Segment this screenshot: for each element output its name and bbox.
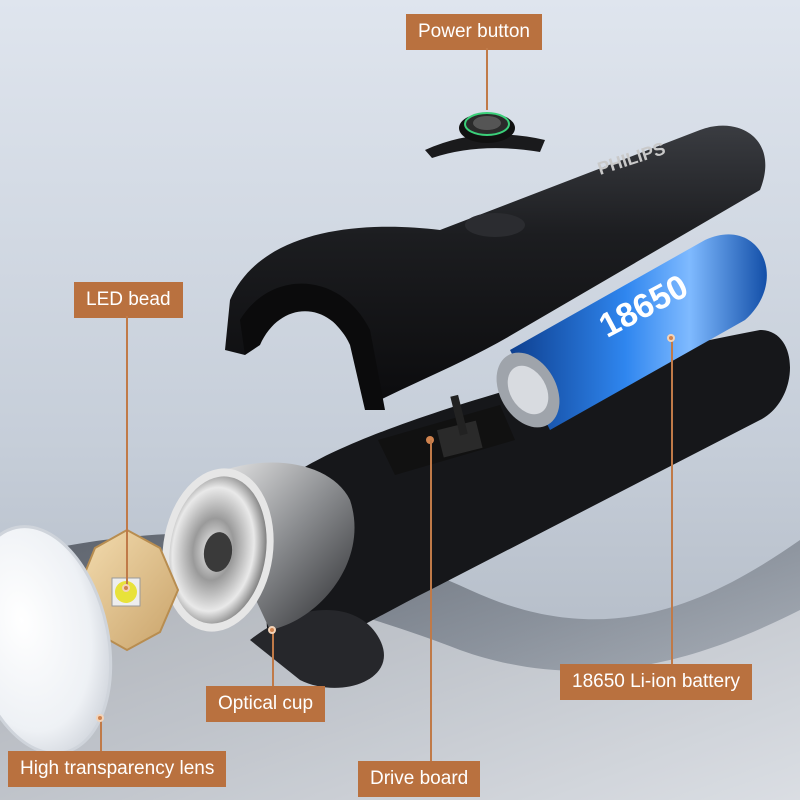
optical-cup-part xyxy=(162,462,355,632)
leader-battery xyxy=(671,340,673,664)
lower-housing xyxy=(250,330,790,688)
callout-power-button: Power button xyxy=(406,14,542,50)
leader-optical-cup xyxy=(272,632,274,686)
callout-battery: 18650 Li-ion battery xyxy=(560,664,752,700)
leader-dot-battery xyxy=(667,334,675,342)
callout-optical-cup: Optical cup xyxy=(206,686,326,722)
power-button-part xyxy=(425,112,545,158)
leader-lens xyxy=(100,720,102,751)
leader-led-bead xyxy=(126,316,128,588)
leader-dot-lens xyxy=(96,714,104,722)
callout-led-bead: LED bead xyxy=(74,282,183,318)
drive-board-part xyxy=(378,394,515,475)
callout-lens: High transparency lens xyxy=(8,751,227,787)
leader-dot-optical-cup xyxy=(268,626,276,634)
callout-drive-board: Drive board xyxy=(358,761,481,797)
leader-power-button xyxy=(486,48,488,110)
leader-drive-board xyxy=(430,440,432,761)
battery-18650: 18650 xyxy=(496,234,767,430)
leader-dot-led-bead xyxy=(122,584,130,592)
